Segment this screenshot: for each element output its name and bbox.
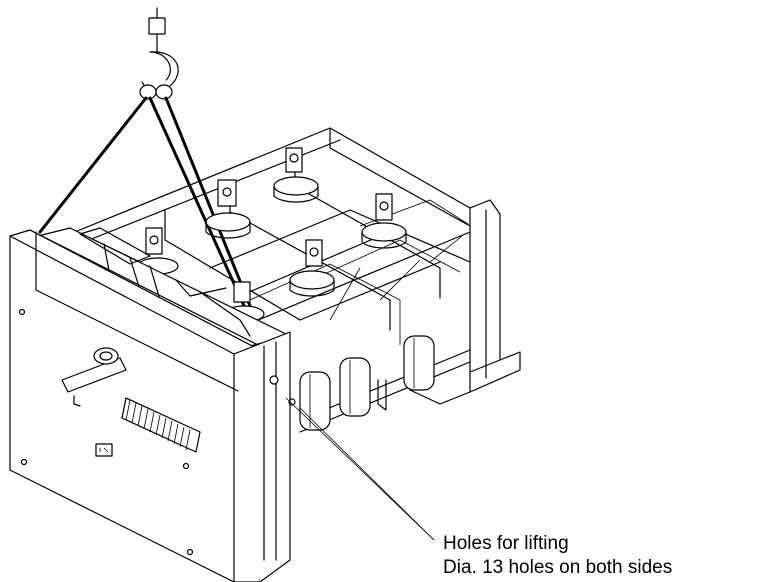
callout-leader — [285, 397, 435, 541]
lifting-holes-callout: Holes for lifting Dia. 13 holes on both … — [443, 532, 672, 580]
handle-ribs — [125, 399, 191, 451]
vacuum-interrupters — [299, 335, 435, 431]
position-indicator — [95, 443, 113, 457]
front-panel — [9, 229, 291, 582]
sling-shackles — [139, 84, 173, 100]
callout-detail: Dia. 13 holes on both sides — [443, 557, 673, 578]
crane-hook — [141, 7, 179, 91]
callout-title: Holes for lifting — [443, 533, 569, 554]
charging-handle — [121, 397, 201, 453]
lifting-hole — [269, 375, 279, 385]
pole-terminals — [137, 147, 407, 323]
